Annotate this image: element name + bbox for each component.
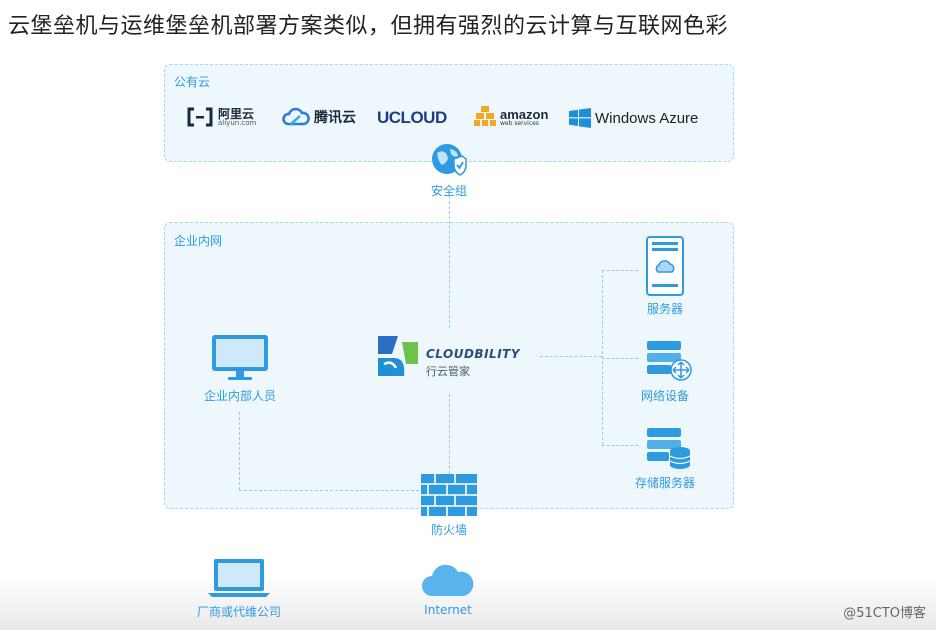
azure-text: Windows Azure <box>595 109 699 127</box>
page-title: 云堡垒机与运维堡垒机部署方案类似，但拥有强烈的云计算与互联网色彩 <box>8 14 729 39</box>
tencent-cloud-logo-icon <box>282 107 310 126</box>
vendor-amazon: amazon web services <box>474 105 548 129</box>
connector-staff-to-firewall <box>239 490 419 491</box>
connector-bus-server <box>602 270 638 271</box>
aws-logo-icon <box>474 106 496 126</box>
cloudbility-logo-icon <box>378 336 418 376</box>
internet-label: Internet <box>424 603 472 617</box>
cloudbility-cn: 行云管家 <box>426 365 470 378</box>
firewall-icon <box>421 474 477 516</box>
amazon-text: amazon <box>500 106 549 122</box>
connector-core-to-firewall <box>449 394 450 474</box>
monitor-icon <box>212 335 268 380</box>
cloud-server-icon <box>646 236 684 296</box>
watermark: @51CTO博客 <box>843 606 926 621</box>
connector-security-to-core <box>449 196 450 328</box>
vendor-ucloud: UCLOUD <box>377 108 447 128</box>
vendor-azure: Windows Azure <box>569 108 698 128</box>
vendor-company-label: 厂商或代维公司 <box>196 605 282 619</box>
ucloud-logo: UCLOUD <box>377 108 447 127</box>
tencent-text: 腾讯云 <box>314 109 356 125</box>
network-device-icon <box>647 341 692 381</box>
cloudbility-brand: CLOUDBILITY <box>426 347 521 361</box>
aliyun-subtext: aliyun.com <box>218 118 257 127</box>
network-device-label: 网络设备 <box>640 389 690 403</box>
vendor-tencent: 腾讯云 <box>282 107 356 127</box>
server-label: 服务器 <box>646 302 684 316</box>
intranet-label: 企业内网 <box>174 234 223 248</box>
cloud-icon <box>422 564 474 596</box>
connector-bus-network <box>602 358 638 359</box>
aliyun-logo-icon <box>187 107 213 127</box>
connector-staff-down <box>239 412 240 490</box>
windows-logo-icon <box>569 108 591 128</box>
globe-shield-icon <box>432 144 467 176</box>
aliyun-text: 阿里云 <box>218 106 255 121</box>
security-group-label: 安全组 <box>430 184 468 198</box>
laptop-icon <box>208 559 270 597</box>
connector-core-to-servers <box>540 356 602 357</box>
connector-servers-bus <box>602 270 603 445</box>
vendor-aliyun: 阿里云 aliyun.com <box>186 106 256 128</box>
internal-staff-label: 企业内部人员 <box>203 389 277 403</box>
connector-bus-storage <box>602 445 638 446</box>
amazon-subtext: web services <box>500 119 539 127</box>
firewall-label: 防火墙 <box>430 523 468 537</box>
public-cloud-label: 公有云 <box>174 75 211 89</box>
storage-server-label: 存储服务器 <box>634 476 696 490</box>
storage-server-icon <box>647 428 691 469</box>
